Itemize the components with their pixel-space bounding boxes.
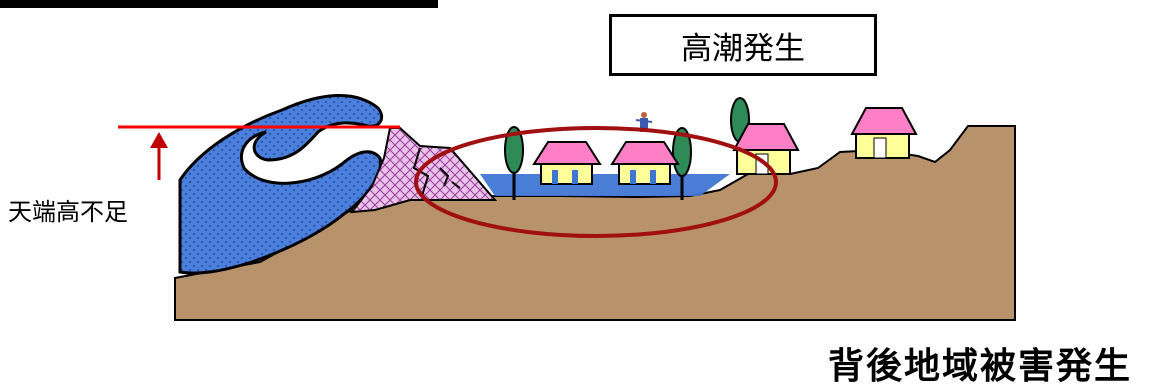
wave — [178, 93, 384, 275]
damage-area-ellipse — [414, 126, 778, 238]
tree-1 — [504, 126, 524, 200]
top-bar — [0, 0, 438, 8]
flood-water — [480, 174, 730, 196]
house-4 — [850, 107, 918, 159]
house-1 — [532, 141, 602, 185]
house-2 — [610, 141, 680, 185]
crest-shortfall-label: 天端高不足 — [8, 198, 128, 226]
event-label: 高潮発生 — [681, 30, 805, 67]
shortfall-arrow-head — [150, 132, 168, 148]
person-on-roof-icon — [635, 112, 653, 132]
damage-label: 背後地域被害発生 — [828, 346, 1133, 387]
dike — [349, 127, 498, 214]
event-label-box: 高潮発生 — [609, 14, 877, 76]
